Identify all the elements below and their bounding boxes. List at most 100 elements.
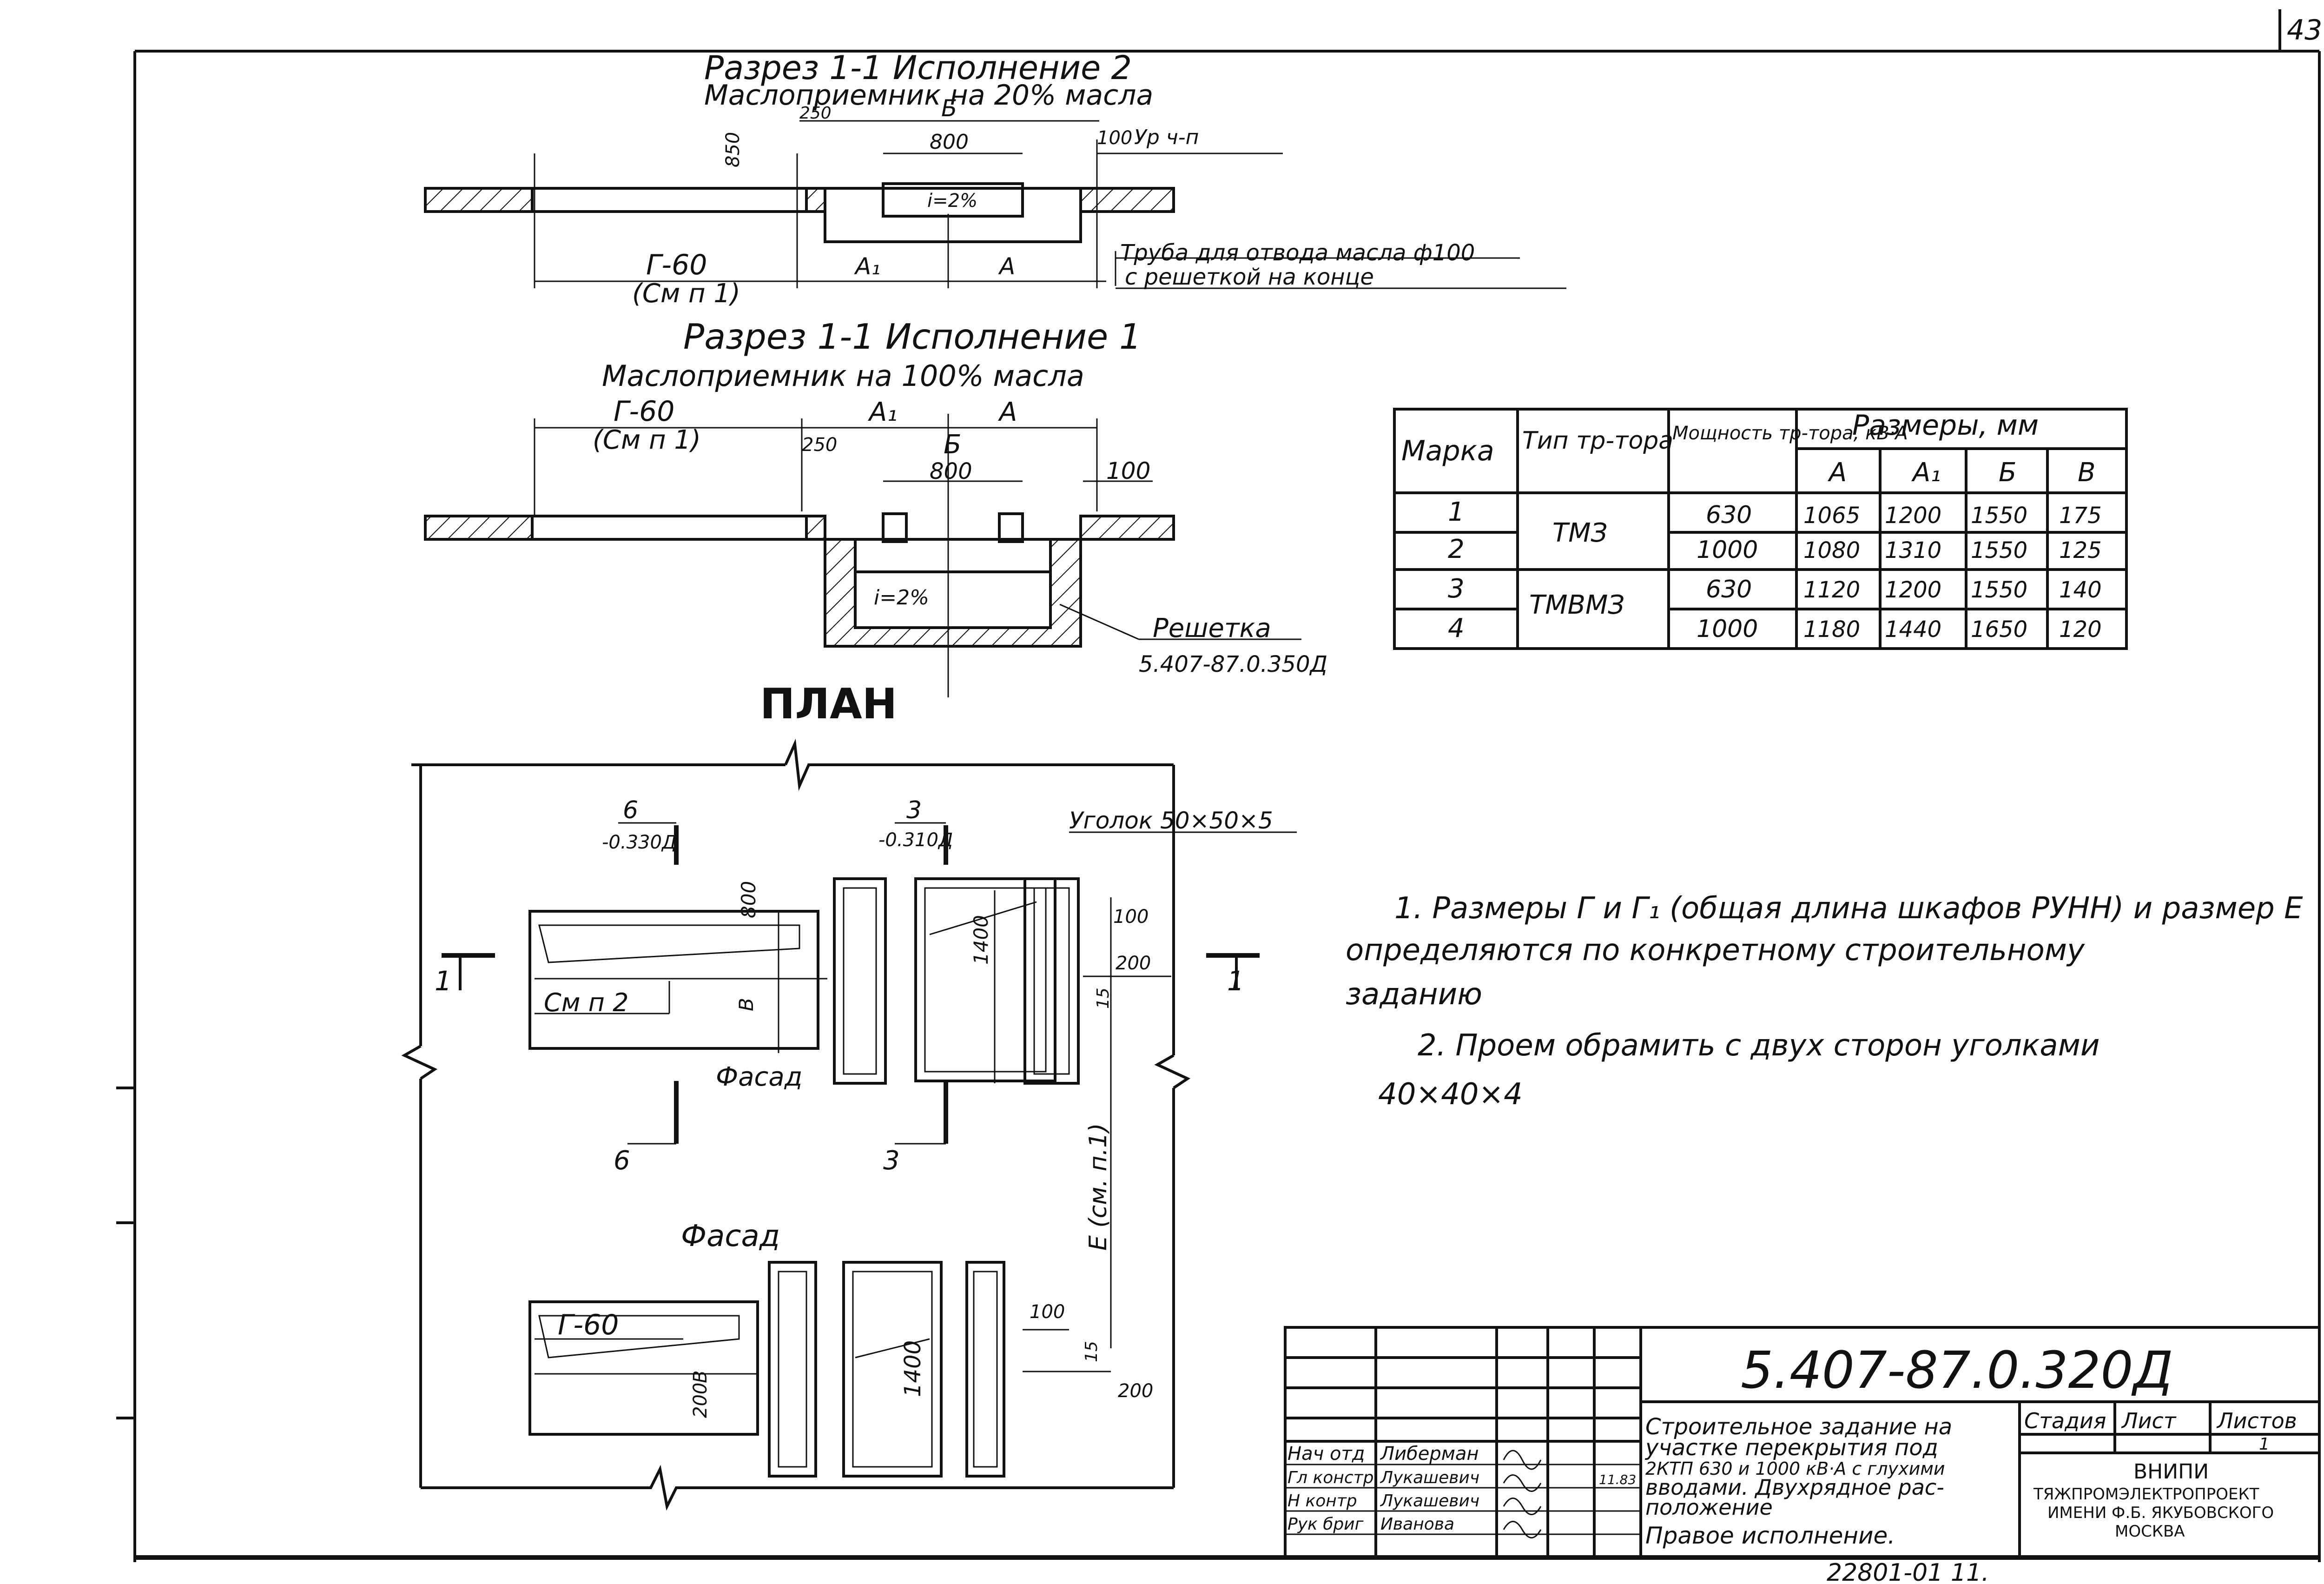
- role-3: Н контр: [1287, 1491, 1357, 1511]
- v1-grate-label: Решетка: [1153, 613, 1271, 643]
- sheets-header: Листов: [2216, 1408, 2297, 1433]
- facade-label-top: Фасад: [716, 1062, 802, 1092]
- cell-a: 1120: [1803, 577, 1860, 603]
- cut-mark-1-left: 1: [435, 965, 452, 997]
- name-1: Либерман: [1380, 1443, 1479, 1465]
- v1-grate-ref: 5.407-87.0.350Д: [1139, 651, 1327, 677]
- note-1-line-3: заданию: [1346, 977, 1482, 1012]
- cell-type: ТМЗ: [1552, 518, 1607, 548]
- plan-dim-15: 15: [1094, 988, 1113, 1009]
- v2-dim-see: (См п 1): [632, 278, 740, 309]
- org-line-4: МОСКВА: [2115, 1522, 2185, 1541]
- v2-dim-g60: Г-60: [646, 249, 707, 281]
- cell-b: 1550: [1971, 577, 2027, 603]
- cell-mark: 4: [1448, 613, 1465, 643]
- section-v1-title: Разрез 1-1 Исполнение 1: [683, 316, 1142, 357]
- cell-mark: 2: [1448, 534, 1465, 564]
- name-2: Лукашевич: [1380, 1468, 1479, 1487]
- v1-dim-800: 800: [930, 458, 972, 484]
- v1-dim-g60: Г-60: [614, 395, 674, 428]
- table-header-type: Тип тр-тора: [1522, 427, 1673, 455]
- v1-slope: i=2%: [874, 586, 929, 610]
- table-col-a1: А₁: [1911, 457, 1941, 488]
- facade-dim-100: 100: [1030, 1301, 1065, 1323]
- plan-dim-100: 100: [1113, 906, 1149, 928]
- v1-dim-b: Б: [944, 430, 961, 460]
- v1-dim-100: 100: [1106, 457, 1150, 484]
- cut-mark-3: 3: [906, 796, 922, 824]
- cell-power: 630: [1706, 501, 1752, 529]
- cell-power: 1000: [1697, 615, 1758, 643]
- role-1: Нач отд: [1287, 1443, 1365, 1465]
- plan-dim-v: В: [735, 998, 758, 1011]
- sign-date: 11.83: [1599, 1472, 1636, 1487]
- v2-pipe-note: Труба для отвода масла ф100: [1120, 240, 1475, 266]
- org-line-3: ИМЕНИ Ф.Б. ЯКУБОВСКОГО: [2047, 1504, 2274, 1522]
- v2-slope: i=2%: [927, 190, 977, 212]
- v2-dim-b: Б: [941, 95, 957, 122]
- v2-dim-100: 100: [1097, 127, 1132, 149]
- plan-dim-200: 200: [1116, 953, 1151, 974]
- name-3: Лукашевич: [1380, 1491, 1479, 1511]
- plan-dim-1400: 1400: [970, 915, 992, 965]
- cell-b: 1550: [1971, 537, 2027, 563]
- cut-mark-3-bottom: 3: [883, 1146, 900, 1176]
- table-row: 2 1000 1080 1310 1550 125: [1448, 534, 2102, 564]
- v2-dim-850: 850: [722, 132, 744, 167]
- v1-dim-a1: А₁: [868, 397, 898, 427]
- cell-a1: 1200: [1885, 577, 1941, 603]
- section-v2-title: Разрез 1-1 Исполнение 2: [704, 49, 1132, 87]
- v2-dim-a1: А₁: [854, 253, 880, 280]
- desc-line-5: положение: [1645, 1495, 1773, 1520]
- table-header-mark: Марка: [1401, 435, 1494, 467]
- facade-label: Фасад: [681, 1219, 780, 1253]
- signature-1: [1503, 1450, 1542, 1470]
- sheets-value: 1: [2259, 1435, 2270, 1454]
- table-header-power: Мощность тр-тора, кВ·А: [1672, 423, 1908, 444]
- facade-dim-g60: Г-60: [558, 1309, 619, 1341]
- cell-b: 1650: [1971, 616, 2027, 643]
- note-2-line-2: 40×40×4: [1378, 1077, 1523, 1112]
- plan-title: ПЛАН: [760, 680, 897, 729]
- cut-mark-1-right: 1: [1227, 965, 1244, 997]
- cell-mark: 3: [1448, 574, 1465, 604]
- table-row: 1 ТМЗ 630 1065 1200 1550 175: [1448, 497, 2102, 548]
- section-v1-subtitle: Маслоприемник на 100% масла: [602, 359, 1084, 393]
- plan-view: ПЛАН: [401, 680, 1297, 1511]
- cell-b: 1550: [1971, 503, 2027, 529]
- section-v2-subtitle: Маслоприемник на 20% масла: [704, 79, 1153, 112]
- signature-4: [1503, 1521, 1542, 1538]
- angle-label: Уголок 50×50×5: [1069, 807, 1273, 834]
- v2-dim-250: 250: [799, 104, 832, 123]
- facade-dim-200: 200: [690, 1383, 711, 1418]
- table-header-sizes: Размеры, мм: [1852, 409, 2039, 442]
- facade-dim-200b: 200: [1118, 1380, 1153, 1402]
- role-4: Рук бриг: [1287, 1515, 1364, 1534]
- cell-a: 1080: [1803, 537, 1860, 563]
- note-1-line-1: 1. Размеры Г и Г₁ (общая длина шкафов РУ…: [1394, 891, 2303, 926]
- cut-mark-6: 6: [623, 796, 638, 824]
- cell-a1: 1440: [1885, 616, 1941, 643]
- level-mark-left: -0.330Д: [602, 832, 676, 853]
- cell-power: 630: [1706, 576, 1752, 603]
- v2-level-label: Ур ч-п: [1134, 126, 1199, 149]
- notes: 1. Размеры Г и Г₁ (общая длина шкафов РУ…: [1346, 891, 2303, 1112]
- cell-power: 1000: [1697, 536, 1758, 564]
- table-row: 3 ТМВМЗ 630 1120 1200 1550 140: [1448, 574, 2102, 620]
- cell-v: 140: [2059, 577, 2102, 603]
- desc-line-1: Строительное задание на: [1645, 1414, 1952, 1440]
- cell-v: 125: [2059, 537, 2102, 563]
- name-4: Иванова: [1380, 1515, 1454, 1534]
- cut-mark-6-bottom: 6: [614, 1146, 630, 1176]
- facade-dim-15: 15: [1082, 1341, 1101, 1362]
- v1-dim-250: 250: [802, 434, 837, 456]
- plan-dim-800: 800: [737, 881, 760, 918]
- cell-a1: 1310: [1885, 537, 1941, 563]
- v2-pipe-note-2: с решеткой на конце: [1125, 264, 1374, 290]
- level-mark-right: -0.310Д: [878, 829, 953, 851]
- table-col-v: В: [2078, 457, 2095, 488]
- v2-dim-800: 800: [930, 130, 969, 154]
- desc-line-6: Правое исполнение.: [1645, 1522, 1895, 1549]
- title-block: 5.407-87.0.320Д Строительное задание на …: [1284, 1326, 2321, 1559]
